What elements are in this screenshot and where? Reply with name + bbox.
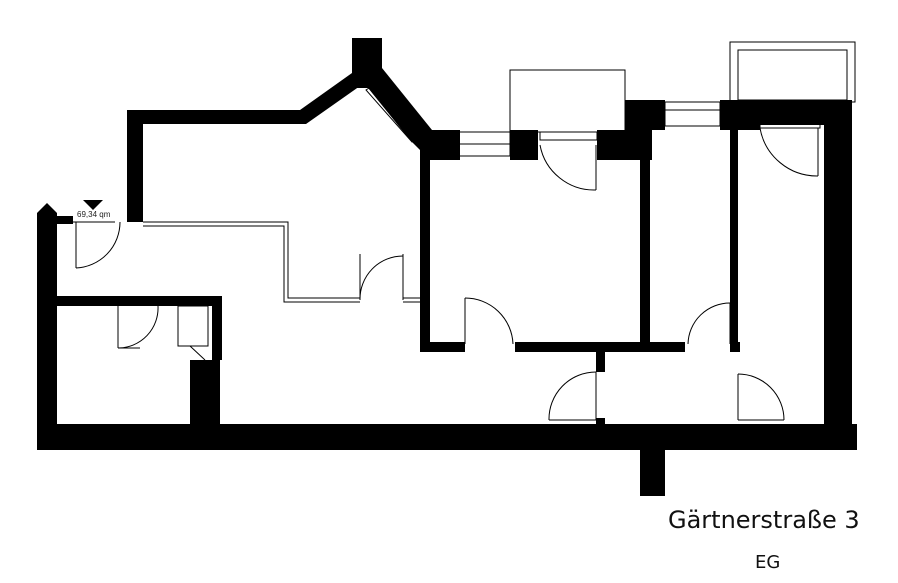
address-label: Gärtnerstraße 3 xyxy=(668,506,860,534)
thin-walls xyxy=(73,41,856,347)
floor-label: EG xyxy=(755,552,781,573)
entrance-marker-icon xyxy=(83,200,103,210)
exterior-walls xyxy=(37,38,857,496)
interior-walls xyxy=(57,100,852,428)
area-label: 69,34 qm xyxy=(77,210,111,219)
door-swings xyxy=(75,127,819,421)
